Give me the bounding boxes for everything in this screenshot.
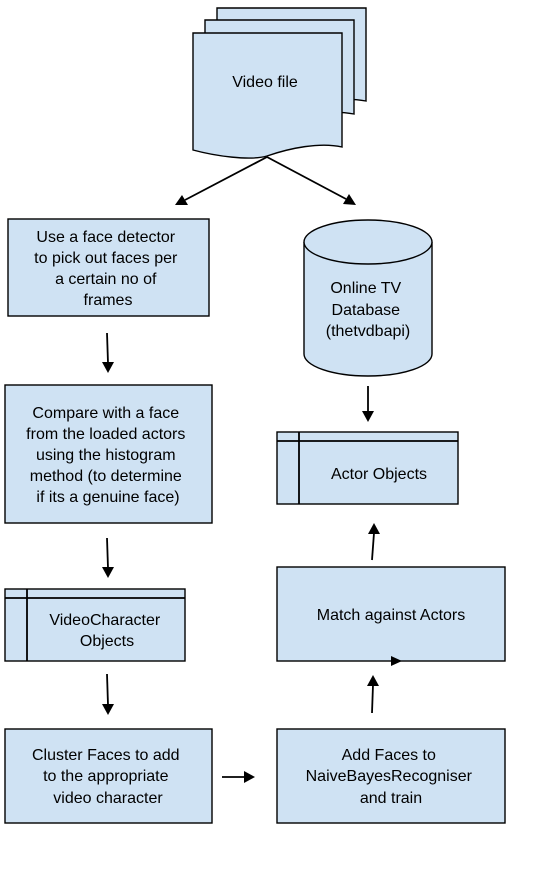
add-faces-label: Add Faces to NaiveBayesRecogniser and tr… (306, 747, 477, 807)
match-actors-label: Match against Actors (317, 607, 466, 624)
arrow-face-detector-to-compare (102, 332, 114, 373)
database-body (303, 242, 433, 377)
arrow-video-to-face-detector (175, 156, 268, 205)
face-detector-box (7, 218, 210, 317)
face-detector-node: Use a face detector to pick out faces pe… (7, 218, 210, 317)
cluster-faces-node: Cluster Faces to add to the appropriate … (4, 728, 213, 824)
arrow-match-to-actor-objects (368, 523, 380, 561)
videocharacter-objects-node: VideoCharacter Objects (4, 588, 186, 662)
connectors (102, 156, 402, 783)
compare-face-box (4, 384, 213, 524)
arrow-database-to-actor-objects (362, 386, 374, 422)
arrow-cluster-to-add-faces (222, 771, 255, 783)
actor-objects-node: Actor Objects (276, 431, 459, 505)
arrow-add-faces-to-match (367, 675, 379, 714)
cluster-faces-box (4, 728, 213, 824)
compare-face-label: Compare with a face from the loaded acto… (26, 405, 190, 506)
cluster-faces-label: Cluster Faces to add to the appropriate … (32, 747, 184, 807)
add-faces-node: Add Faces to NaiveBayesRecogniser and tr… (276, 728, 506, 824)
video-file-node: Video file (192, 7, 367, 159)
videocharacter-objects-label: VideoCharacter Objects (49, 612, 164, 650)
actor-objects-label: Actor Objects (331, 466, 427, 483)
video-file-front-page (192, 32, 343, 159)
video-file-label: Video file (232, 74, 298, 91)
online-tv-database-node: Online TV Database (thetvdbapi) (303, 219, 433, 377)
match-box-inlet-marker (391, 656, 402, 666)
add-faces-box (276, 728, 506, 824)
database-top (303, 219, 433, 265)
face-detector-label: Use a face detector to pick out faces pe… (34, 229, 182, 309)
arrow-video-to-database (266, 156, 356, 205)
videocharacter-objects-box (4, 588, 186, 662)
match-actors-node: Match against Actors (276, 566, 506, 662)
online-tv-database-label: Online TV Database (thetvdbapi) (326, 280, 411, 340)
match-actors-box (276, 566, 506, 662)
actor-objects-box (276, 431, 459, 505)
compare-face-node: Compare with a face from the loaded acto… (4, 384, 213, 524)
arrow-videocharacter-to-cluster (102, 673, 114, 715)
arrow-compare-to-videocharacter (102, 537, 114, 578)
